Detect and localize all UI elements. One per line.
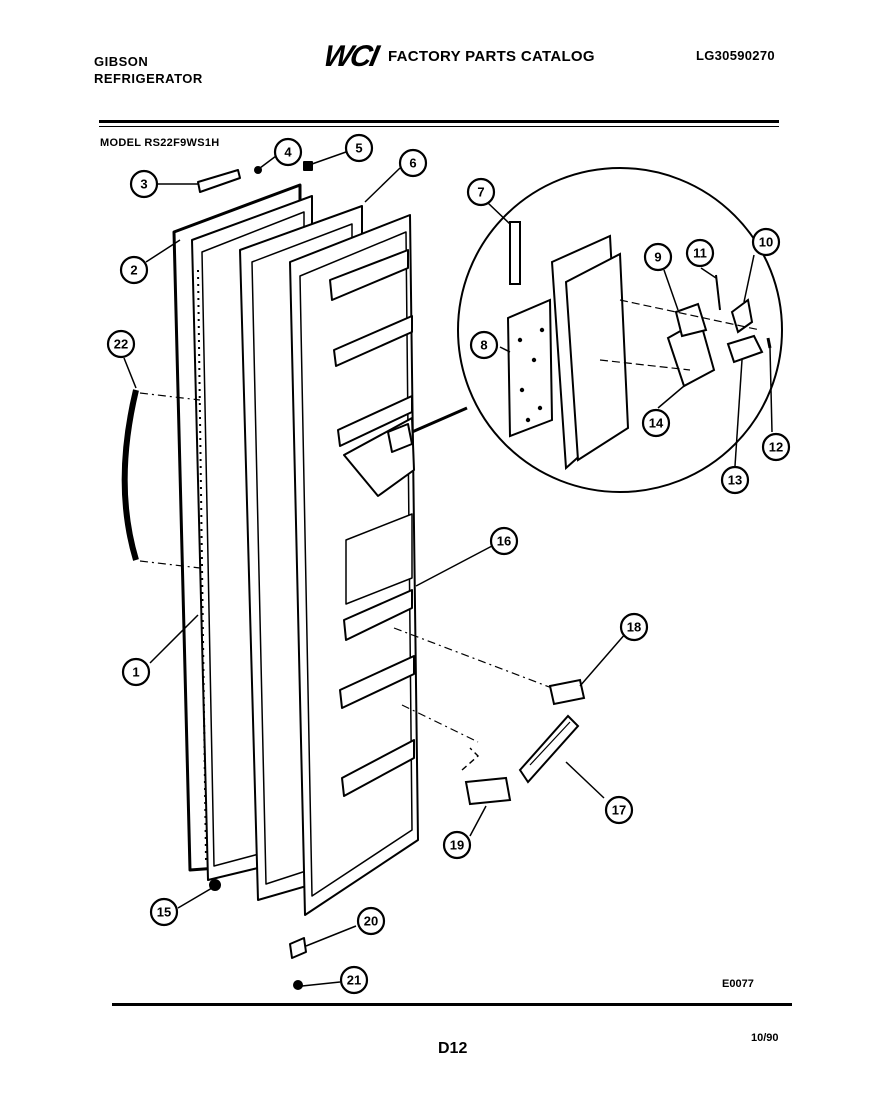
liner-shelf-upper-2: [333, 315, 413, 367]
svg-text:2: 2: [130, 263, 137, 278]
liner-shelf-lower-1: [343, 589, 413, 641]
shelf-bar-17: [518, 714, 580, 784]
callout-13: 13: [720, 465, 750, 495]
svg-text:11: 11: [693, 246, 707, 261]
callout-5: 5: [344, 133, 374, 163]
catalog-date: 10/90: [751, 1032, 779, 1044]
svg-text:5: 5: [355, 141, 362, 156]
door-liner-face: [299, 231, 413, 897]
liner-shelf-upper-1: [329, 249, 409, 301]
lower-hinge: [289, 937, 307, 959]
foam-insulation-block: [506, 298, 554, 438]
callout-18: 18: [619, 612, 649, 642]
pivot-pin: [766, 337, 772, 349]
dispenser-control: [387, 423, 413, 453]
callout-14: 14: [641, 408, 671, 438]
svg-text:13: 13: [728, 473, 742, 488]
callout-3: 3: [129, 169, 159, 199]
top-rule: [99, 120, 779, 123]
callout-numbers: 1 2 3 4 5 6 7 8 9 10 11 12 13 14 15 16 1…: [106, 133, 791, 995]
screw-4: [254, 166, 262, 174]
brand-name: GIBSON: [94, 54, 149, 69]
callout-19: 19: [442, 830, 472, 860]
svg-text:21: 21: [347, 973, 361, 988]
catalog-title: FACTORY PARTS CATALOG: [388, 48, 595, 65]
svg-text:20: 20: [364, 914, 378, 929]
catalog-number: LG30590270: [696, 48, 775, 63]
svg-text:4: 4: [284, 145, 292, 160]
callout-9: 9: [643, 242, 673, 272]
screw-21: [293, 980, 303, 990]
liner-shelf-lower-2: [339, 655, 415, 709]
model-label: MODEL RS22F9WS1H: [100, 137, 220, 149]
top-rule-thin: [99, 126, 779, 127]
dispenser-switch: [730, 298, 754, 334]
callout-1: 1: [121, 657, 151, 687]
svg-text:8: 8: [480, 338, 487, 353]
svg-text:17: 17: [612, 803, 626, 818]
dispenser-strip: [509, 221, 521, 285]
callout-15: 15: [149, 897, 179, 927]
callout-12: 12: [761, 432, 791, 462]
callout-10: 10: [751, 227, 781, 257]
callout-20: 20: [356, 906, 386, 936]
callout-11: 11: [685, 238, 715, 268]
svg-text:10: 10: [759, 235, 773, 250]
diagram-code: E0077: [722, 978, 754, 990]
svg-text:22: 22: [114, 337, 128, 352]
svg-text:9: 9: [654, 250, 661, 265]
svg-text:16: 16: [497, 534, 511, 549]
svg-text:12: 12: [769, 440, 783, 455]
callout-2: 2: [119, 255, 149, 285]
product-type: REFRIGERATOR: [94, 71, 203, 86]
liner-shelf-lower-3: [341, 739, 415, 797]
door-handle: [121, 389, 139, 561]
callout-17: 17: [604, 795, 634, 825]
callout-21: 21: [339, 965, 369, 995]
screw-5: [303, 161, 313, 171]
liner-shelf-upper-3: [337, 395, 413, 447]
dispenser-housing-side: [564, 252, 630, 462]
callout-8: 8: [469, 330, 499, 360]
callout-7: 7: [466, 177, 496, 207]
shelf-bin-18: [548, 678, 586, 706]
actuator-bracket: [674, 302, 708, 338]
shelf-clip-19: [464, 776, 512, 806]
callout-4: 4: [273, 137, 303, 167]
svg-text:14: 14: [649, 416, 664, 431]
cap-15: [209, 879, 221, 891]
bottom-rule: [112, 1003, 792, 1006]
page-number: D12: [438, 1040, 468, 1057]
svg-text:3: 3: [140, 177, 147, 192]
svg-text:18: 18: [627, 620, 641, 635]
svg-text:15: 15: [157, 905, 171, 920]
svg-text:6: 6: [409, 156, 416, 171]
svg-text:1: 1: [132, 665, 139, 680]
svg-text:19: 19: [450, 838, 464, 853]
actuator-pad: [726, 334, 764, 364]
svg-text:7: 7: [477, 185, 484, 200]
callout-16: 16: [489, 526, 519, 556]
callout-6: 6: [398, 148, 428, 178]
actuator-spring: [715, 274, 721, 311]
handle-trim: [197, 169, 241, 193]
callout-22: 22: [106, 329, 136, 359]
liner-flat-panel: [345, 513, 413, 605]
